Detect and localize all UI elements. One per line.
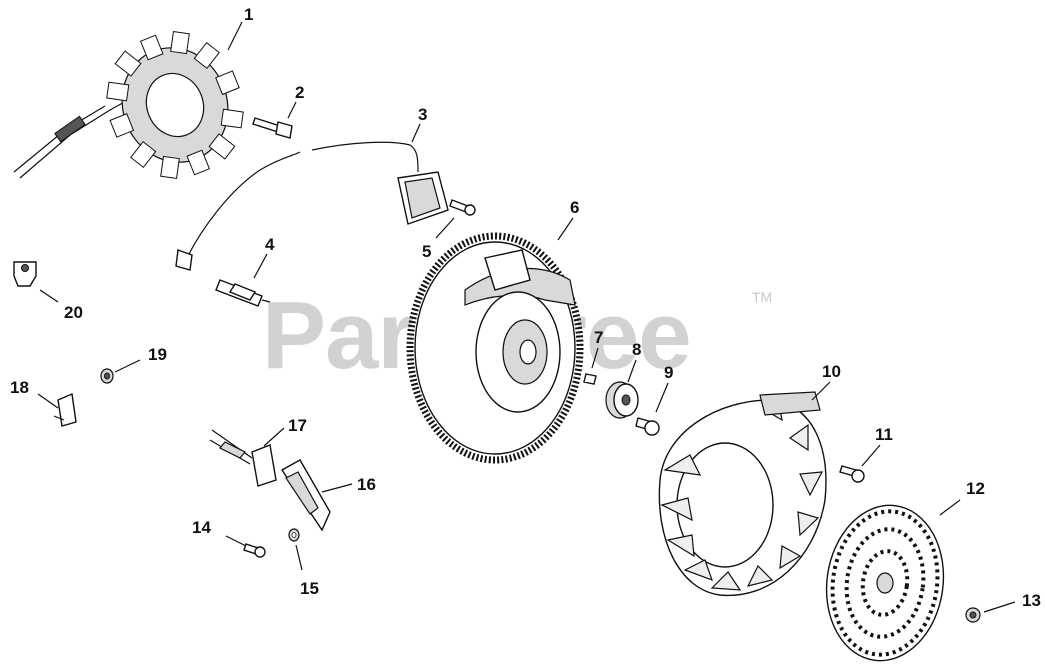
part-small-washer[interactable]	[288, 528, 300, 542]
part-nut[interactable]	[965, 607, 981, 623]
part-washer[interactable]	[605, 381, 639, 419]
part-bracket[interactable]	[280, 459, 331, 532]
callout-10: 10	[822, 362, 841, 381]
callout-15: 15	[300, 579, 319, 598]
callout-9: 9	[664, 363, 673, 382]
part-ignition-module[interactable]	[175, 141, 449, 271]
callout-4: 4	[265, 235, 275, 254]
callout-8: 8	[632, 340, 641, 359]
callout-12: 12	[966, 479, 985, 498]
callout-1: 1	[244, 5, 253, 24]
part-fan-screw[interactable]	[839, 465, 865, 483]
part-small-screw[interactable]	[243, 543, 266, 558]
callout-14: 14	[192, 518, 211, 537]
part-wire-clip[interactable]	[13, 261, 37, 287]
part-spark-plug[interactable]	[215, 279, 271, 307]
callout-16: 16	[357, 475, 376, 494]
part-screw[interactable]	[449, 199, 476, 216]
part-stator[interactable]	[13, 14, 263, 197]
callout-2: 2	[295, 83, 304, 102]
callout-7: 7	[594, 328, 603, 347]
part-flywheel-screw[interactable]	[635, 417, 660, 436]
part-clip[interactable]	[53, 392, 77, 427]
callout-18: 18	[10, 378, 29, 397]
callout-19: 19	[148, 345, 167, 364]
callout-13: 13	[1022, 591, 1041, 610]
part-bolt[interactable]	[252, 117, 293, 139]
callout-20: 20	[64, 303, 83, 322]
part-fan[interactable]	[658, 391, 827, 597]
part-small-nut[interactable]	[100, 368, 114, 384]
callout-3: 3	[418, 105, 427, 124]
callout-17: 17	[288, 416, 307, 435]
callout-5: 5	[422, 242, 431, 261]
callout-11: 11	[875, 425, 893, 444]
callout-6: 6	[570, 198, 579, 217]
part-flywheel[interactable]	[406, 232, 584, 464]
part-key[interactable]	[583, 373, 597, 385]
part-grass-screen[interactable]	[817, 498, 954, 666]
watermark-trademark: TM	[752, 289, 772, 305]
part-switch-connector[interactable]	[209, 429, 277, 487]
